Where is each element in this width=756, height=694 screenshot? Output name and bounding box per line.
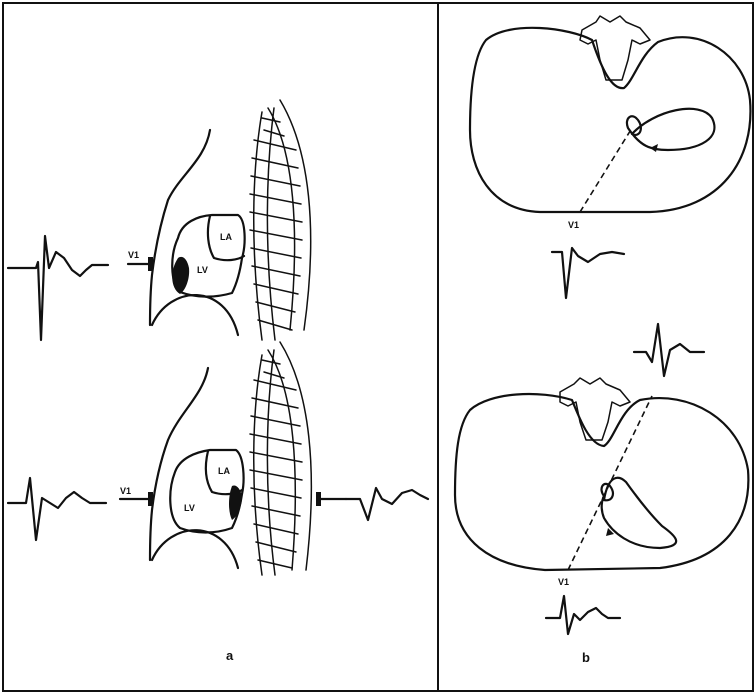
top-lv-label: LV — [197, 265, 208, 275]
top-transverse-section: V1 — [470, 16, 750, 376]
top-v1-label: V1 — [128, 250, 139, 260]
panel-a: V1 LA LV V1 — [8, 100, 428, 663]
top-activation-region — [172, 257, 189, 294]
top-diaphragm — [152, 295, 238, 335]
bottom-activation-region — [229, 485, 242, 520]
bottom-left-ecg-trace — [8, 478, 106, 540]
bottom-lv-label: LV — [184, 503, 195, 513]
bottom-sagittal-chest: V1 LA LV — [8, 342, 428, 575]
posterior-ecg-trace — [346, 488, 428, 520]
top-sagittal-chest: V1 LA LV — [8, 100, 311, 340]
bottom-vertebra — [560, 378, 630, 440]
bottom-transverse-section: V1 — [455, 378, 748, 634]
bottom-vector-loop — [602, 478, 677, 548]
bottom-spine — [250, 342, 311, 575]
top-thorax-outline — [470, 28, 750, 212]
top-spine — [250, 100, 311, 340]
panel-a-caption: a — [226, 648, 234, 663]
top-loop-arrow — [650, 144, 658, 152]
right-section-ecg-trace — [634, 324, 704, 376]
top-vertebra — [580, 16, 650, 80]
bottom-thorax-outline — [455, 394, 748, 570]
top-left-ecg-trace — [8, 236, 108, 340]
top-vector-loop — [627, 109, 715, 150]
panel-b: V1 V1 b — [455, 16, 750, 665]
outer-frame — [3, 3, 753, 691]
bottom-la-label: LA — [218, 466, 230, 476]
bottom-diaphragm — [152, 530, 238, 568]
bottom-v1-section-label: V1 — [558, 577, 569, 587]
bottom-section-ecg-trace — [546, 596, 620, 634]
panel-b-caption: b — [582, 650, 590, 665]
top-section-ecg-trace — [552, 248, 624, 298]
top-v1-section-label: V1 — [568, 220, 579, 230]
top-la-label: LA — [220, 232, 232, 242]
top-lead-axis — [580, 128, 632, 212]
bottom-v1-label: V1 — [120, 486, 131, 496]
